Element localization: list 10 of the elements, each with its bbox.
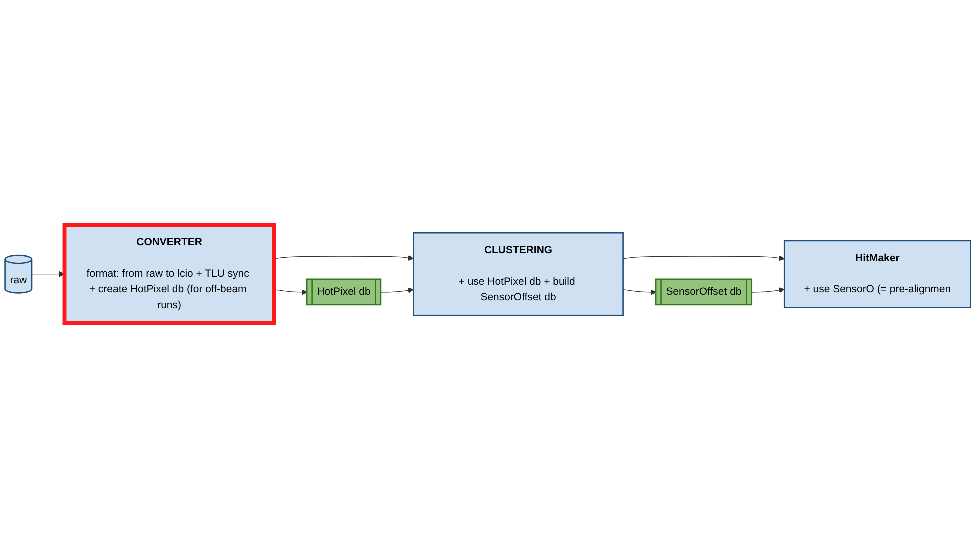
arrow [32,272,65,278]
arrow [274,290,308,296]
arrow [274,255,414,262]
arrow [622,290,657,296]
node-box: CLUSTERING + use HotPixel db + build SensorOffset db [413,232,624,316]
node-box: CONVERTER format: from raw to lcio + TLU sync + create HotPixel db (for off-beam runs) [62,223,276,326]
arrow [380,288,414,294]
arrow [752,288,785,294]
node-box: HitMaker + use SensorO (= pre-alignmen [784,240,972,309]
arrow [622,256,785,262]
